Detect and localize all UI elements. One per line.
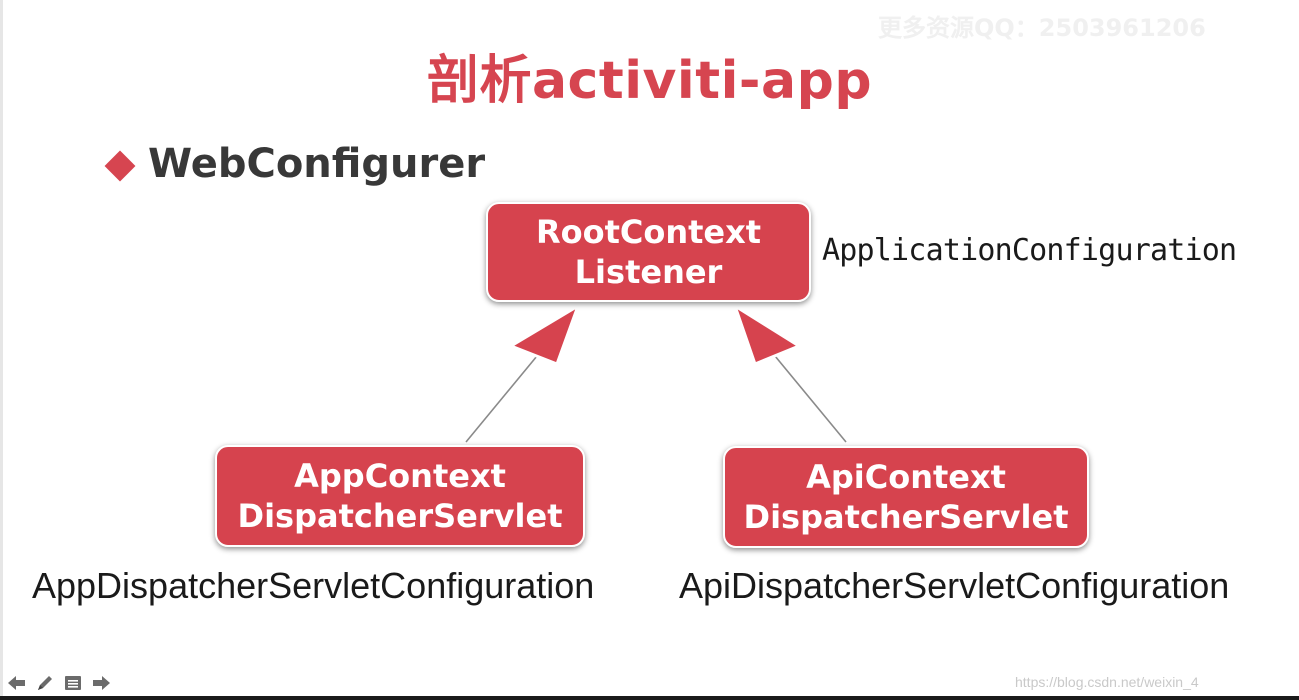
arrow-api-line-stroke (774, 355, 847, 443)
app-context-dispatcher-node: AppContext DispatcherServlet (215, 445, 585, 547)
root-node-line1: RootContext (535, 213, 762, 251)
app-node-line1: AppContext (294, 457, 506, 495)
api-config-label: ApiDispatcherServletConfiguration (679, 565, 1230, 606)
slide-subtitle: WebConfigurer (148, 141, 486, 187)
slide-controls (6, 672, 112, 694)
qq-watermark: 更多资源QQ：2503961206 (878, 14, 1206, 42)
slide-frame-bottom (0, 696, 1299, 700)
menu-icon[interactable] (62, 672, 84, 694)
arrow-app-head (509, 304, 580, 366)
root-config-label: ApplicationConfiguration (822, 233, 1237, 268)
root-node-line2: Listener (574, 253, 723, 291)
root-context-listener-node: RootContext Listener (486, 202, 811, 302)
slide-frame-left (0, 0, 3, 700)
arrow-app-to-root (463, 304, 580, 445)
arrow-left-icon[interactable] (6, 672, 28, 694)
arrow-api-to-root (733, 304, 849, 445)
api-node-line2: DispatcherServlet (743, 498, 1069, 536)
arrow-right-icon[interactable] (90, 672, 112, 694)
arrow-api-head (733, 304, 801, 366)
app-config-label: AppDispatcherServletConfiguration (32, 565, 595, 606)
pen-icon[interactable] (34, 672, 56, 694)
arrow-app-line-stroke (465, 355, 538, 443)
api-context-dispatcher-node: ApiContext DispatcherServlet (723, 446, 1089, 548)
app-node-line2: DispatcherServlet (237, 497, 563, 535)
api-node-line1: ApiContext (806, 458, 1006, 496)
slide-title: 剖析activiti-app (426, 51, 873, 111)
csdn-watermark: https://blog.csdn.net/weixin_4 (1015, 674, 1199, 690)
